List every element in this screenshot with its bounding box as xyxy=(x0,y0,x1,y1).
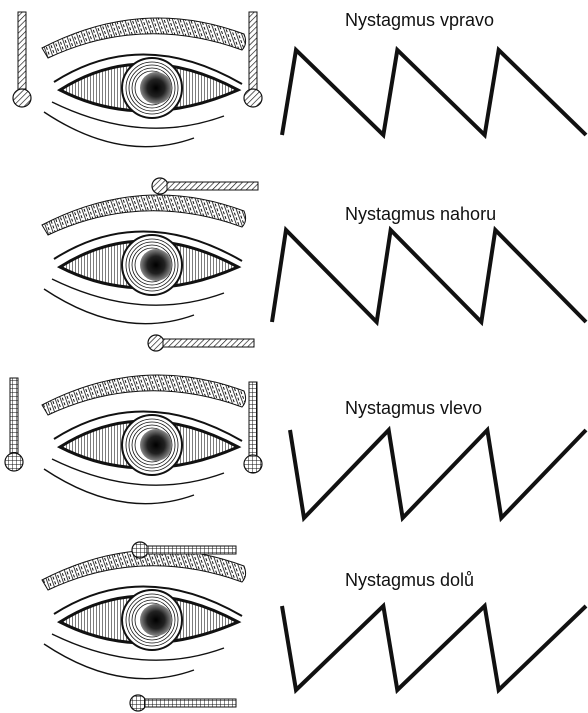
pupil xyxy=(140,604,172,636)
electrode-lead xyxy=(163,339,254,347)
electrode-lead xyxy=(167,182,258,190)
pupil xyxy=(140,429,172,461)
electrode xyxy=(244,89,262,107)
lower-lid-line xyxy=(44,289,194,324)
electrode-lead xyxy=(145,699,236,707)
lower-lid-line xyxy=(44,469,194,504)
electrode-lead xyxy=(18,12,26,92)
eyebrow xyxy=(42,18,246,58)
panel-title-right: Nystagmus vpravo xyxy=(345,10,494,31)
electrode-lead xyxy=(147,546,236,554)
electrode-lead xyxy=(249,382,257,458)
panel-3 xyxy=(5,375,586,518)
panel-2 xyxy=(42,178,586,351)
lower-lid-line xyxy=(44,644,194,679)
electrode-lead xyxy=(10,378,18,456)
panel-title-down: Nystagmus dolů xyxy=(345,570,474,591)
pupil xyxy=(140,249,172,281)
lower-lid-line xyxy=(44,112,194,147)
panel-title-up: Nystagmus nahoru xyxy=(345,204,496,225)
electrode xyxy=(130,695,146,711)
electrode-lead xyxy=(249,12,257,92)
electrode xyxy=(5,453,23,471)
electrode xyxy=(244,455,262,473)
panel-title-left: Nystagmus vlevo xyxy=(345,398,482,419)
pupil xyxy=(140,72,172,104)
nystagmus-waveform xyxy=(282,50,586,135)
eyebrow xyxy=(42,375,246,415)
nystagmus-waveform xyxy=(272,230,586,322)
electrode xyxy=(132,542,148,558)
eyebrow xyxy=(42,195,246,235)
panel-4 xyxy=(42,542,586,711)
nystagmus-waveform xyxy=(290,430,586,518)
nystagmus-waveform xyxy=(282,606,586,690)
electrode xyxy=(152,178,168,194)
panel-1 xyxy=(13,12,586,147)
electrode xyxy=(13,89,31,107)
electrode xyxy=(148,335,164,351)
